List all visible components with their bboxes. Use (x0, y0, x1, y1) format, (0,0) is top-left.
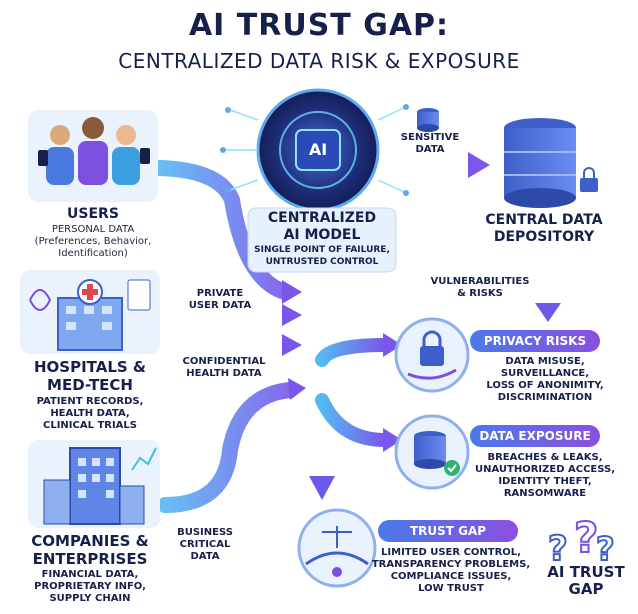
health-data-label-1: CONFIDENTIAL (182, 356, 266, 367)
companies-line-2: PROPRIETARY INFO, (34, 581, 146, 592)
ai-trust-gap-callout-1: AI TRUST (547, 563, 625, 581)
hospitals-heading-1: HOSPITALS & (33, 358, 147, 376)
private-data-label-2: USER DATA (188, 300, 252, 311)
privacy-risks-pill-bg (470, 330, 600, 352)
trust-gap-icon (297, 508, 377, 588)
hospital-icon (20, 270, 160, 354)
flow-arrows (152, 158, 555, 513)
companies-line-3: SUPPLY CHAIN (49, 593, 131, 604)
data-exposure-pill-bg (470, 425, 600, 447)
privacy-branch-arrow (315, 338, 392, 367)
business-data-arrow (157, 382, 298, 513)
page-subtitle: CENTRALIZED DATA RISK & EXPOSURE (118, 49, 520, 73)
ai-trust-gap-callout-2: GAP (568, 580, 604, 598)
health-data-label-2: HEALTH DATA (186, 368, 262, 379)
question-marks-icon: ? ? ? (547, 512, 616, 570)
depository-title-2: DEPOSITORY (493, 229, 595, 245)
hospitals-line-3: CLINICAL TRIALS (42, 420, 137, 431)
users-heading: USERS (67, 206, 119, 222)
companies-heading-2: ENTERPRISES (32, 550, 148, 568)
vulnerabilities-label-2: & RISKS (457, 288, 503, 299)
ai-chip-label: AI (308, 140, 328, 159)
privacy-risks-heading: PRIVACY RISKS (483, 334, 587, 348)
users-flow-arrow (152, 160, 293, 300)
exposure-line-1: BREACHES & LEAKS, (487, 452, 603, 463)
ai-model-label-box (247, 207, 397, 273)
collection-arrow-label: COLLECTION (398, 160, 462, 170)
sensitive-data-db-icon (417, 108, 439, 132)
users-line-3: Identification) (58, 248, 128, 259)
trust-line-3: COMPLIANCE ISSUES, (390, 571, 512, 582)
privacy-line-4: DISCRIMINATION (497, 392, 593, 403)
business-data-label-1: BUSINESS (177, 527, 233, 538)
ai-model-name-2: AI MODEL (283, 227, 361, 243)
exposure-branch-arrow (315, 393, 392, 447)
hospitals-line-2: HEALTH DATA, (50, 408, 130, 419)
business-data-label-2: CRITICAL (179, 539, 231, 550)
svg-text:?: ? (596, 530, 615, 568)
trust-gap-pill-bg (378, 520, 518, 542)
svg-text:?: ? (548, 529, 568, 569)
private-data-label-1: PRIVATE (196, 288, 244, 299)
vulnerabilities-label-1: VULNERABILITIES (430, 276, 530, 287)
sensitive-data-label-1: SENSITIVE (400, 132, 460, 143)
depository-db-icon (504, 118, 598, 208)
depository-title-1: CENTRAL DATA (485, 212, 603, 228)
users-line-2: (Preferences, Behavior, (34, 236, 152, 247)
company-icon (28, 440, 160, 528)
data-exposure-heading: DATA EXPOSURE (479, 429, 591, 443)
trust-gap-heading: TRUST GAP (409, 524, 487, 538)
privacy-risks-icon (394, 317, 470, 393)
ai-model-icon (220, 88, 409, 212)
exposure-line-3: IDENTITY THEFT, (498, 476, 592, 487)
ai-model-name-1: CENTRALIZED (267, 210, 377, 226)
ai-model-desc-2: UNTRUSTED CONTROL (265, 257, 379, 267)
sensitive-data-label-2: DATA (415, 144, 445, 155)
users-icon (28, 110, 158, 202)
trust-line-4: LOW TRUST (418, 583, 484, 594)
privacy-line-1: DATA MISUSE, (505, 356, 585, 367)
users-line-1: PERSONAL DATA (51, 224, 135, 235)
trust-line-2: TRANSPARENCY PROBLEMS, (371, 559, 531, 570)
exposure-line-2: UNAUTHORIZED ACCESS, (474, 464, 616, 475)
data-exposure-icon (394, 414, 470, 490)
arrow-heads (282, 152, 561, 500)
companies-line-1: FINANCIAL DATA, (41, 569, 139, 580)
trust-line-1: LIMITED USER CONTROL, (381, 547, 521, 558)
companies-heading-1: COMPANIES & (31, 532, 149, 550)
ai-model-desc-1: SINGLE POINT OF FAILURE, (254, 245, 390, 255)
privacy-line-2: SURVEILLANCE, (500, 368, 590, 379)
business-data-label-3: DATA (190, 551, 220, 562)
hospitals-heading-2: MED-TECH (47, 376, 133, 394)
svg-text:?: ? (574, 513, 598, 562)
hospitals-line-1: PATIENT RECORDS, (36, 396, 144, 407)
exposure-line-4: RANSOMWARE (503, 488, 587, 499)
privacy-line-3: LOSS OF ANONIMITY, (486, 380, 604, 391)
page-title: AI TRUST GAP: (188, 8, 450, 43)
